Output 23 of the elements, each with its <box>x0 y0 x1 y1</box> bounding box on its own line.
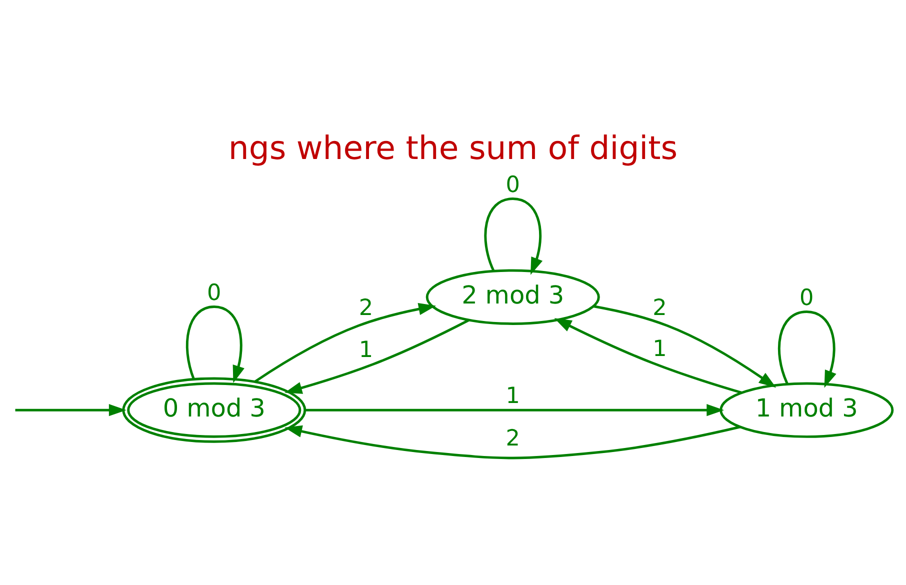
edge-label: 2 <box>652 294 667 320</box>
arrow <box>186 305 244 382</box>
edge-label: 2 <box>506 424 520 451</box>
node-ellipse: 1 mod 3 <box>720 382 894 438</box>
edge-label: 2 <box>358 294 374 320</box>
arrow <box>484 197 543 274</box>
edge-label: 1 <box>506 382 520 409</box>
edge-label: 0 <box>506 171 520 198</box>
node-ellipse: 2 mod 3 <box>426 268 600 324</box>
edge-label: 0 <box>207 279 222 306</box>
arrow <box>254 302 436 382</box>
arrow <box>778 310 836 388</box>
arrow <box>554 318 742 394</box>
arrow <box>15 403 126 416</box>
edge-label: 0 <box>800 284 814 310</box>
arrow <box>594 304 776 388</box>
arrow <box>284 424 741 459</box>
edge-label: 1 <box>652 335 667 362</box>
arrow <box>284 318 470 394</box>
edge-label: 1 <box>358 336 374 363</box>
arrow <box>305 403 724 416</box>
node-ellipse: 0 mod 3 <box>122 376 306 442</box>
diagram-title: ngs where the sum of digits <box>228 128 678 166</box>
